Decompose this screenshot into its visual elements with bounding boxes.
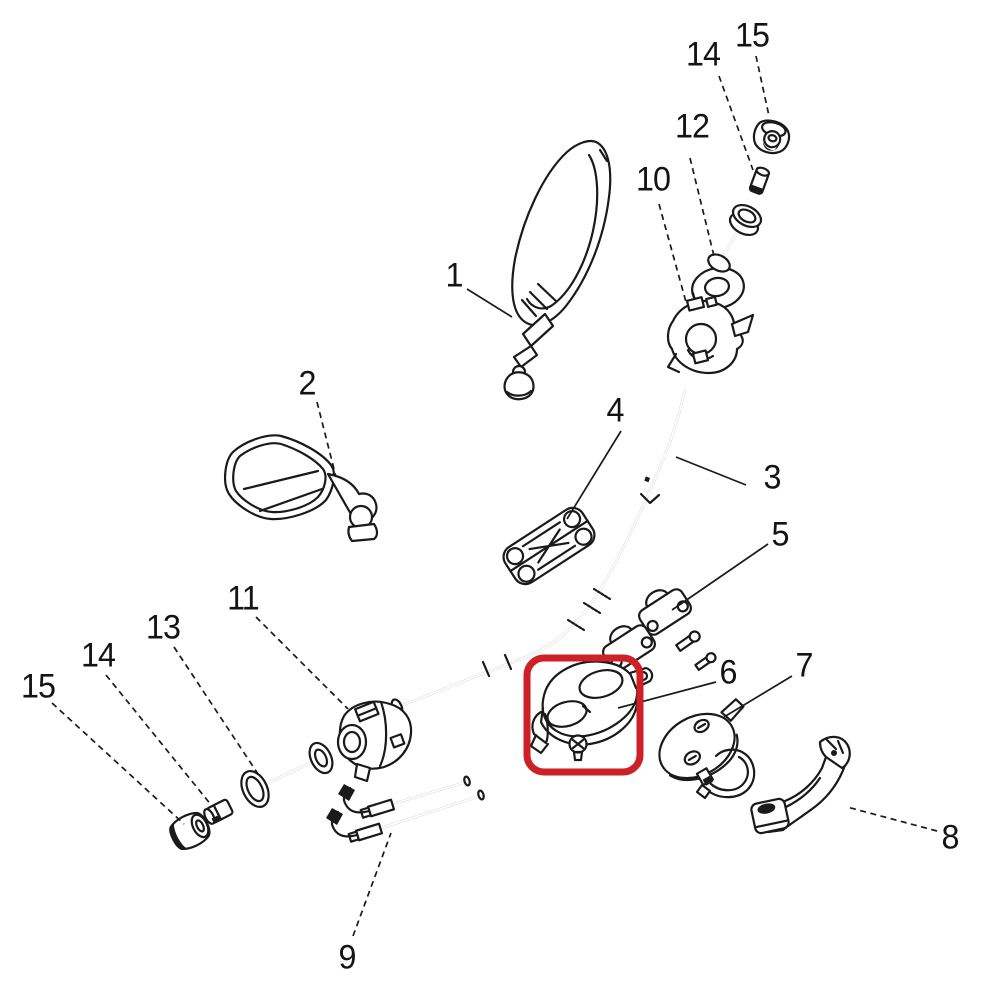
leader-line-7	[723, 675, 793, 718]
leader-line-1	[466, 288, 513, 318]
bar-end-weight-left-drawing	[169, 811, 211, 850]
lower-clamp-drawing	[601, 588, 717, 672]
throttle-grip-tube-drawing	[707, 203, 763, 273]
handlebar-drawing	[390, 388, 687, 716]
bushing-left-drawing	[203, 798, 234, 825]
leader-line-4	[566, 430, 622, 520]
leader-line-9	[352, 832, 392, 937]
leader-line-2	[316, 401, 337, 478]
leader-line-15R	[755, 55, 770, 117]
leader-line-11	[255, 616, 349, 710]
leader-line-5	[671, 543, 769, 611]
bar-end-weight-right-drawing	[752, 119, 791, 155]
lever-bracket-drawing	[658, 698, 756, 800]
throttle-housing-cap-drawing	[529, 660, 654, 762]
lever-drawing	[750, 735, 851, 835]
leader-line-6	[617, 681, 717, 709]
leader-line-13	[173, 646, 261, 778]
bushing-right-drawing	[748, 166, 771, 195]
throttle-housing-drawing	[666, 266, 755, 375]
grip-left-drawing	[240, 741, 334, 808]
leader-line-10	[658, 203, 687, 303]
throttle-cables-drawing	[326, 775, 485, 843]
mirror-left-drawing	[223, 434, 379, 543]
mirror-right-drawing	[503, 139, 612, 401]
leader-line-15L	[51, 702, 185, 825]
leader-line-8	[846, 806, 938, 832]
leader-line-12	[689, 157, 715, 257]
switch-housing-drawing	[336, 700, 413, 783]
highlight-box	[523, 654, 644, 776]
leader-lines	[51, 55, 938, 937]
leader-line-14L	[105, 674, 213, 807]
leader-line-3	[675, 456, 747, 486]
leader-line-14R	[718, 75, 754, 171]
upper-clamp-drawing	[502, 506, 596, 586]
